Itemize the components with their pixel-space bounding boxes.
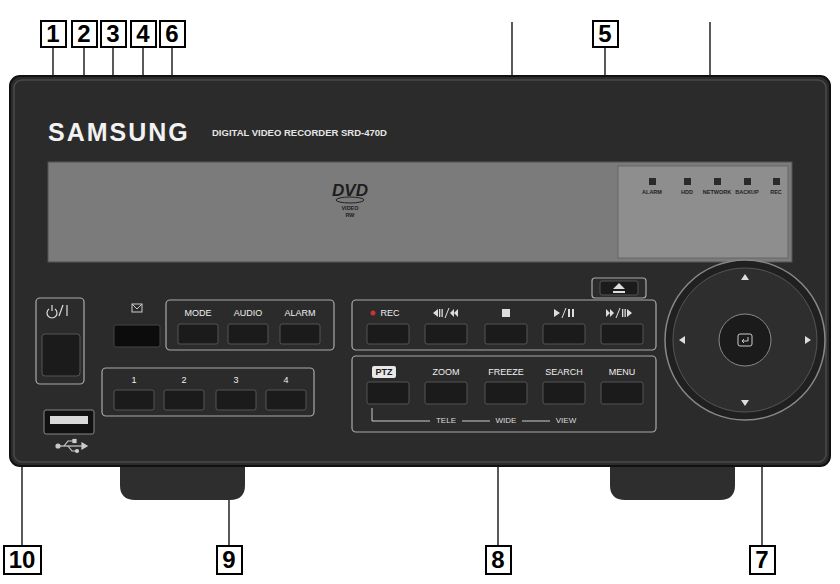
callout-number: 8 [491, 548, 504, 572]
callout-number: 2 [77, 22, 90, 46]
ptz-bracket [372, 408, 550, 421]
button-label: SEARCH [545, 368, 583, 377]
indicator-label: REC [770, 190, 782, 196]
callout-box: 7 [749, 545, 776, 575]
callout-number: 6 [165, 22, 178, 46]
buttons [367, 324, 643, 344]
callout-box: 8 [485, 545, 512, 575]
ptz-badge: PTZ [372, 366, 396, 378]
callout-number: 5 [598, 22, 611, 46]
button-label: REC [380, 309, 399, 318]
button-group-outline [36, 298, 84, 384]
button [114, 325, 160, 347]
indicator-label: HDD [681, 190, 693, 196]
callout-number: 3 [106, 22, 119, 46]
button-label: TELE [436, 417, 456, 425]
callout-number: 1 [46, 22, 59, 46]
button-label: 1 [131, 376, 136, 385]
button-group-outline [352, 300, 656, 350]
button-label: VIEW [556, 417, 576, 425]
indicator-window [618, 166, 788, 258]
envelope-icon [132, 304, 142, 312]
indicator-leds [649, 178, 780, 185]
callout-box: 4 [130, 20, 157, 48]
disc-tray-window [48, 162, 792, 262]
button-group-outline [592, 278, 646, 298]
power-button [42, 334, 80, 376]
callout-number: 7 [755, 548, 768, 572]
usb-port-tongue [50, 416, 88, 424]
usb-port [44, 410, 94, 434]
playback-symbols [371, 308, 633, 318]
button-group-outline [102, 368, 314, 416]
indicator-label: NETWORK [703, 190, 731, 196]
callout-box: 3 [100, 20, 127, 48]
enter-symbol [738, 334, 752, 346]
button-label: AUDIO [234, 309, 263, 318]
logo-text: VIDEO [341, 206, 358, 212]
callout-box: 5 [592, 20, 619, 48]
channel-buttons [114, 390, 306, 410]
logo-text: DVD [332, 182, 368, 199]
brand-name: SAMSUNG [48, 120, 190, 145]
button-label: ZOOM [433, 368, 460, 377]
callout-box: 6 [159, 20, 186, 48]
callout-box: 10 [3, 545, 42, 575]
eject-symbol [613, 283, 625, 293]
direction-arrows [679, 274, 811, 406]
indicator-label: BACKUP [735, 190, 759, 196]
indicator-label: ALARM [642, 190, 662, 196]
button-label: WIDE [496, 417, 517, 425]
callout-box: 9 [216, 545, 243, 575]
button-label: MODE [185, 309, 212, 318]
power-symbol [47, 305, 67, 318]
nav-wheel-ring [665, 260, 825, 420]
callout-box: 1 [40, 20, 67, 48]
button-group-outline [166, 300, 334, 350]
button-group-outline [352, 356, 656, 432]
button-label: MENU [609, 368, 636, 377]
callout-number: 9 [222, 548, 235, 572]
button-label: 3 [233, 376, 238, 385]
button-label: 4 [283, 376, 288, 385]
eject-button [600, 281, 638, 295]
button-label: PTZ [376, 367, 393, 377]
nav-wheel [673, 268, 817, 412]
usb-symbol [56, 440, 87, 453]
callout-number: 4 [136, 22, 149, 46]
model-name: DIGITAL VIDEO RECORDER SRD-470D [212, 128, 387, 138]
buttons [178, 324, 320, 344]
callout-box: 2 [71, 20, 98, 48]
button-label: 2 [181, 376, 186, 385]
enter-button [719, 314, 771, 366]
logo-text: RW [345, 213, 354, 219]
button-label: FREEZE [488, 368, 524, 377]
callout-number: 10 [9, 548, 36, 572]
buttons [367, 382, 643, 404]
front-panel [10, 76, 830, 466]
panel-bevel [14, 80, 826, 462]
button-label: ALARM [284, 309, 315, 318]
